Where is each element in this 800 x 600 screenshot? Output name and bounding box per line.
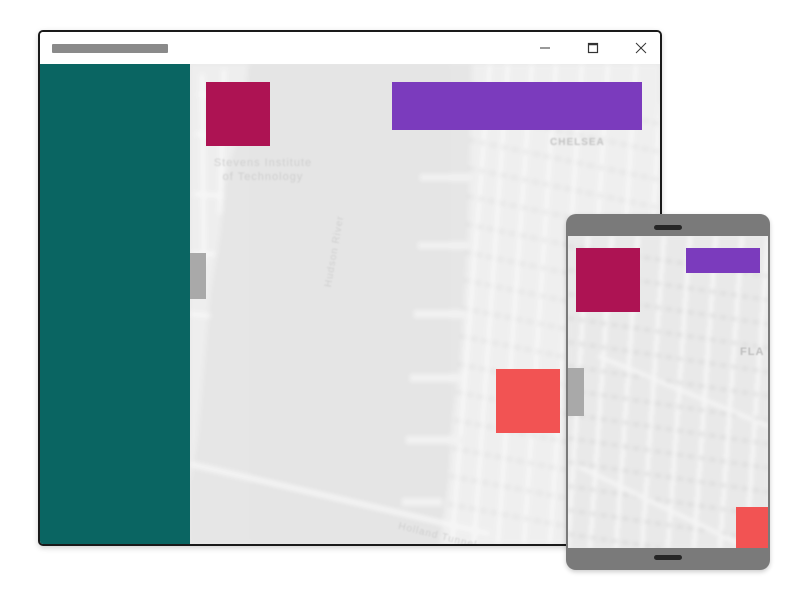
close-button[interactable] bbox=[618, 34, 660, 62]
title-bar[interactable] bbox=[40, 32, 660, 64]
navigation-pane[interactable] bbox=[40, 64, 190, 544]
mobile-device-frame: FLA bbox=[566, 214, 770, 570]
coral-square-block[interactable] bbox=[496, 369, 560, 433]
pane-splitter-handle[interactable] bbox=[190, 253, 206, 299]
crimson-square-block[interactable] bbox=[206, 82, 270, 146]
minimize-icon bbox=[540, 47, 550, 49]
minimize-button[interactable] bbox=[522, 34, 568, 62]
map-label-chelsea: CHELSEA bbox=[550, 137, 605, 148]
phone-speaker-slot bbox=[654, 225, 682, 230]
mobile-purple-banner-block[interactable] bbox=[686, 248, 760, 273]
mobile-map-label-fla: FLA bbox=[740, 346, 765, 358]
mobile-screen[interactable]: FLA bbox=[568, 236, 768, 548]
window-title-placeholder bbox=[52, 44, 168, 53]
mobile-pane-splitter-handle[interactable] bbox=[568, 368, 584, 416]
maximize-button[interactable] bbox=[570, 34, 616, 62]
mobile-crimson-square-block[interactable] bbox=[576, 248, 640, 312]
mobile-coral-block[interactable] bbox=[736, 507, 768, 548]
maximize-icon bbox=[587, 42, 599, 54]
purple-banner-block[interactable] bbox=[392, 82, 642, 130]
phone-home-bar[interactable] bbox=[654, 555, 682, 560]
close-icon bbox=[635, 42, 647, 54]
map-label-stevens-institute: Stevens Institute of Technology bbox=[213, 157, 313, 184]
